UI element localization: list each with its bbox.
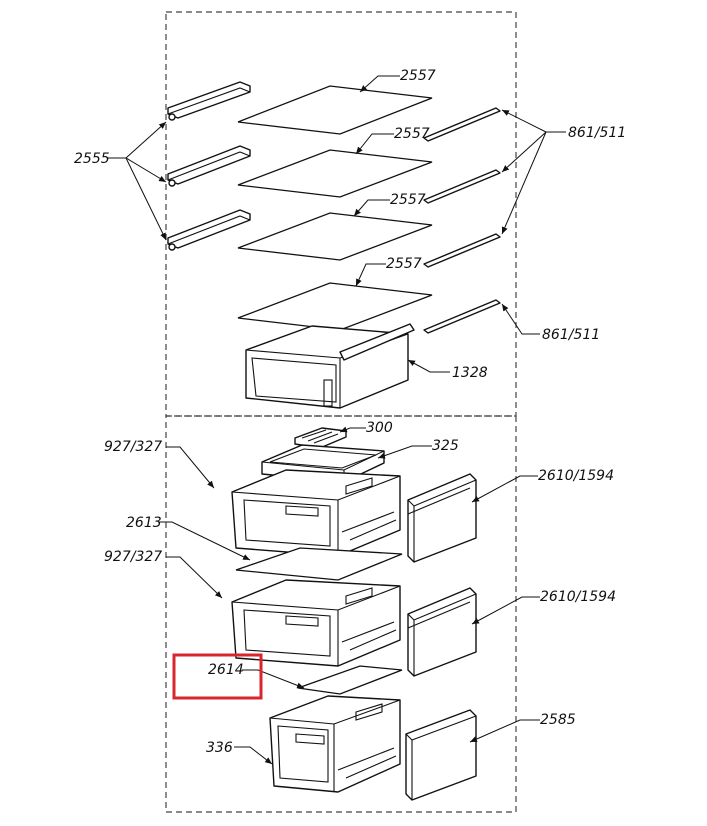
shelf-rail-3 bbox=[423, 233, 501, 268]
glass-shelf-3 bbox=[237, 212, 433, 261]
label-drawer-1-front: 2610/1594 bbox=[538, 468, 614, 484]
shelf-rail-2 bbox=[423, 169, 501, 204]
label-top-drawer: 1328 bbox=[452, 365, 488, 381]
drawer-2-front bbox=[407, 587, 477, 677]
label-rail-single: 861/511 bbox=[542, 327, 600, 343]
label-drawer-2: 927/327 bbox=[104, 549, 162, 565]
shelf-holder-2 bbox=[167, 145, 251, 187]
top-crisper-drawer bbox=[245, 323, 415, 409]
glass-shelf-4 bbox=[237, 282, 433, 331]
upper-section-frame bbox=[165, 11, 517, 417]
glass-plate-2613 bbox=[235, 547, 403, 581]
label-top-glass-4: 2557 bbox=[386, 256, 422, 272]
label-drawer-1: 927/327 bbox=[104, 439, 162, 455]
label-bottom-drawer: 336 bbox=[206, 740, 233, 756]
bottom-drawer-front bbox=[405, 709, 477, 801]
shelf-rail-4 bbox=[423, 299, 501, 334]
glass-shelf-2 bbox=[237, 149, 433, 198]
label-egg-tray: 300 bbox=[366, 420, 393, 436]
label-top-glass-3: 2557 bbox=[390, 192, 426, 208]
glass-plate-2614 bbox=[297, 665, 403, 695]
drawer-1-front bbox=[407, 473, 477, 563]
label-shelf-holders: 2555 bbox=[74, 151, 110, 167]
label-glass-2613: 2613 bbox=[126, 515, 162, 531]
label-rails-group: 861/511 bbox=[568, 125, 626, 141]
label-top-glass-2: 2557 bbox=[394, 126, 430, 142]
drawer-1 bbox=[231, 469, 401, 557]
shelf-holder-1 bbox=[167, 81, 251, 121]
glass-shelf-1 bbox=[237, 85, 433, 135]
label-drawer-2-front: 2610/1594 bbox=[540, 589, 616, 605]
label-bottom-drawer-front: 2585 bbox=[540, 712, 576, 728]
label-tray: 325 bbox=[432, 438, 459, 454]
bottom-drawer bbox=[269, 695, 401, 793]
lower-section-frame bbox=[165, 415, 517, 813]
shelf-holder-3 bbox=[167, 209, 251, 251]
shelf-rail-1 bbox=[423, 107, 501, 142]
drawer-2 bbox=[231, 579, 401, 667]
highlight-box-2614 bbox=[172, 653, 263, 700]
label-glass-2614: 2614 bbox=[208, 662, 244, 678]
label-top-glass-1: 2557 bbox=[400, 68, 436, 84]
egg-tray bbox=[294, 427, 347, 449]
